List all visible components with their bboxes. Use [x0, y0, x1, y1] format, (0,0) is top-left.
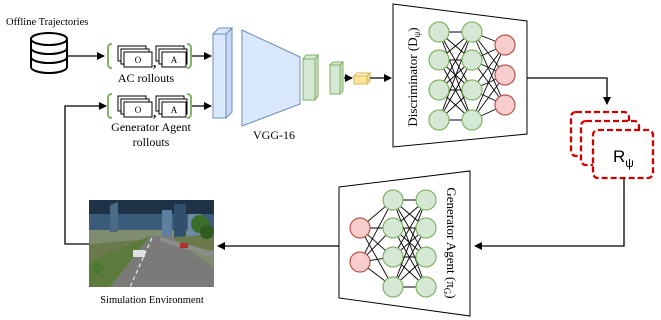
network-edge: [471, 31, 506, 106]
network-node-green: [461, 21, 483, 43]
network-node-red: [494, 34, 516, 56]
network-node-green: [382, 189, 404, 211]
offline-trajectories-label: Offline Trajectories: [6, 17, 88, 28]
network-node-green: [415, 246, 437, 268]
network-node-green: [415, 276, 437, 298]
reward-to-generator-arrow: [474, 178, 625, 250]
action-box: [161, 51, 187, 68]
simulation-to-rollouts-arrow: [64, 102, 107, 245]
network-edge: [438, 59, 473, 121]
feature-vector: [353, 75, 368, 85]
network-edge: [359, 227, 394, 288]
database-icon: [30, 32, 68, 74]
network-edge: [392, 199, 427, 258]
network-node-green: [461, 79, 483, 101]
reward-box: [591, 128, 655, 180]
network-node-green: [382, 276, 404, 298]
network-node-red: [494, 94, 516, 116]
discriminator-label: Discriminator (Dψ): [405, 27, 422, 126]
vgg16-label: VGG-16: [253, 128, 295, 142]
generator-rollouts-label-line1: Generator Agent: [111, 120, 191, 134]
comma: ,: [153, 55, 156, 70]
network-edge: [359, 199, 394, 263]
observation-box: [123, 101, 153, 118]
generator-rollouts-group: O , A: [107, 93, 192, 120]
network-node-green: [461, 49, 483, 71]
network-edge: [438, 31, 473, 121]
ac-rollouts-label: AC rollouts: [118, 71, 175, 85]
simulation-screenshot: [89, 200, 214, 288]
network-node-red: [494, 64, 516, 86]
generator-agent-label: Generator Agent (πG): [442, 187, 459, 298]
action-label: A: [171, 55, 178, 65]
simulation-environment-label: Simulation Environment: [100, 295, 204, 306]
network-edge: [471, 44, 506, 121]
action-box: [161, 101, 187, 118]
generator-rollouts-label-line2: rollouts: [133, 135, 170, 149]
network-node-green: [382, 217, 404, 239]
network-node-green: [428, 109, 450, 131]
generator-agent-box: [338, 170, 471, 317]
network-node-green: [428, 79, 450, 101]
network-node-red: [349, 217, 371, 239]
network-node-green: [428, 49, 450, 71]
network-edge: [438, 31, 473, 91]
network-node-green: [415, 189, 437, 211]
reward-label: Rψ: [613, 147, 634, 170]
comma: ,: [153, 105, 156, 120]
network-node-red: [349, 251, 371, 273]
network-node-green: [415, 217, 437, 239]
discriminator-box: [392, 3, 528, 148]
observation-box: [123, 51, 153, 68]
observation-label: O: [135, 105, 142, 115]
network-edge: [392, 227, 427, 288]
reward-stack: Rψ: [569, 110, 655, 180]
discriminator-network: [428, 21, 516, 131]
network-node-green: [461, 109, 483, 131]
vgg16-network: [211, 26, 372, 127]
network-node-green: [382, 246, 404, 268]
ac-rollouts-group: O , A: [107, 43, 192, 70]
discriminator-to-reward-arrow: [527, 77, 611, 105]
network-edge: [392, 199, 427, 288]
generator-network: [349, 189, 437, 298]
observation-label: O: [135, 55, 142, 65]
network-node-green: [428, 21, 450, 43]
action-label: A: [171, 105, 178, 115]
